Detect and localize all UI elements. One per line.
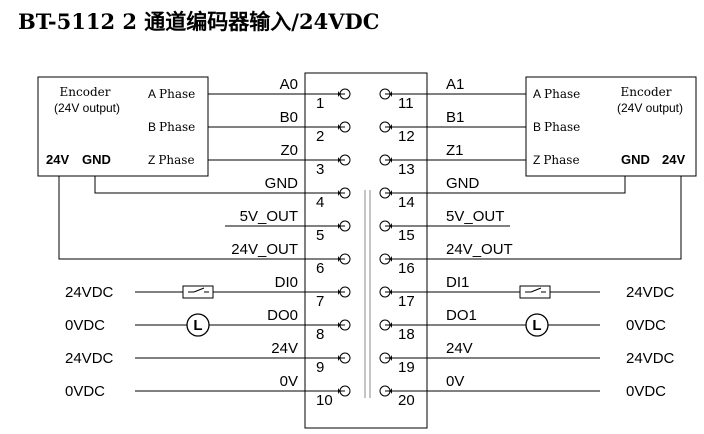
wire-right-24v xyxy=(385,176,682,260)
supply-left-1: 24VDC xyxy=(65,284,114,301)
encoder-right-name: Encoder xyxy=(621,85,672,99)
signal-label-right-18: DO1 xyxy=(446,307,477,324)
supply-labels-left: 24VDC 0VDC 24VDC 0VDC xyxy=(65,284,114,400)
encoder-left-subtitle: (24V output) xyxy=(54,101,120,115)
signal-label-left-2: B0 xyxy=(280,109,298,126)
supply-right-4: 0VDC xyxy=(626,383,666,400)
terminal-number-8: 8 xyxy=(316,326,324,343)
signal-label-right-16: 24V_OUT xyxy=(446,241,513,258)
supply-left-3: 24VDC xyxy=(65,350,114,367)
signal-label-right-19: 24V xyxy=(446,340,473,357)
signal-label-right-15: 5V_OUT xyxy=(446,208,504,225)
wire-right-gnd xyxy=(385,176,626,194)
terminal-number-4: 4 xyxy=(316,194,324,211)
encoder-right-subtitle: (24V output) xyxy=(617,101,683,115)
terminal-number-13: 13 xyxy=(398,161,415,178)
lamp-right-symbol: L xyxy=(532,317,541,334)
lamp-left: L xyxy=(186,313,210,337)
terminal-number-9: 9 xyxy=(316,359,324,376)
signal-label-right-11: A1 xyxy=(446,76,464,93)
signal-label-left-10: 0V xyxy=(280,373,298,390)
terminal-number-16: 16 xyxy=(398,260,415,277)
switch-right-box xyxy=(519,285,551,299)
signal-label-left-8: DO0 xyxy=(267,307,298,324)
signal-label-left-1: A0 xyxy=(280,76,298,93)
terminal-number-18: 18 xyxy=(398,326,415,343)
terminal-number-17: 17 xyxy=(398,293,415,310)
terminal-number-11: 11 xyxy=(398,95,414,112)
signal-label-right-14: GND xyxy=(446,175,480,192)
supply-right-2: 0VDC xyxy=(626,317,666,334)
signal-label-right-17: DI1 xyxy=(446,274,469,291)
terminal-number-15: 15 xyxy=(398,227,415,244)
supply-labels-right: 24VDC 0VDC 24VDC 0VDC xyxy=(626,284,675,400)
supply-left-4: 0VDC xyxy=(65,383,105,400)
terminal-number-19: 19 xyxy=(398,359,415,376)
terminal-number-3: 3 xyxy=(316,161,324,178)
signal-label-right-12: B1 xyxy=(446,109,464,126)
terminal-number-5: 5 xyxy=(316,227,324,244)
switch-left xyxy=(182,285,214,299)
supply-right-3: 24VDC xyxy=(626,350,675,367)
switch-left-box xyxy=(182,285,214,299)
lamp-right: L xyxy=(525,313,549,337)
signal-label-right-13: Z1 xyxy=(446,142,464,159)
signal-label-left-7: DI0 xyxy=(275,274,298,291)
encoder-left-24v: 24V xyxy=(46,152,69,167)
terminal-number-6: 6 xyxy=(316,260,324,277)
terminal-number-20: 20 xyxy=(398,392,415,409)
wire-left-24v xyxy=(58,176,345,260)
encoder-right-24v: 24V xyxy=(662,152,685,167)
terminal-block-outline xyxy=(304,72,428,429)
terminal-number-14: 14 xyxy=(398,194,415,211)
supply-right-1: 24VDC xyxy=(626,284,675,301)
terminal-number-10: 10 xyxy=(316,392,333,409)
diagram-title: BT-5112 2 通道编码器输入/24VDC xyxy=(18,9,380,34)
terminal-number-7: 7 xyxy=(316,293,324,310)
terminal-number-12: 12 xyxy=(398,128,415,145)
encoder-left-name: Encoder xyxy=(60,85,111,99)
wiring xyxy=(58,93,682,392)
signal-label-left-4: GND xyxy=(265,175,299,192)
lamp-left-symbol: L xyxy=(193,317,202,334)
signal-label-left-6: 24V_OUT xyxy=(231,241,298,258)
signal-label-right-20: 0V xyxy=(446,373,464,390)
encoder-right-gnd: GND xyxy=(621,152,650,167)
lamp-left-circle xyxy=(186,313,210,337)
signal-label-left-3: Z0 xyxy=(280,142,298,159)
switch-right xyxy=(519,285,551,299)
terminal-number-2: 2 xyxy=(316,128,324,145)
signal-label-left-9: 24V xyxy=(271,340,298,357)
lamp-right-circle xyxy=(525,313,549,337)
supply-left-2: 0VDC xyxy=(65,317,105,334)
wire-left-gnd xyxy=(94,176,345,194)
signal-label-left-5: 5V_OUT xyxy=(240,208,298,225)
terminal-number-1: 1 xyxy=(316,95,324,112)
encoder-left-gnd: GND xyxy=(82,152,111,167)
